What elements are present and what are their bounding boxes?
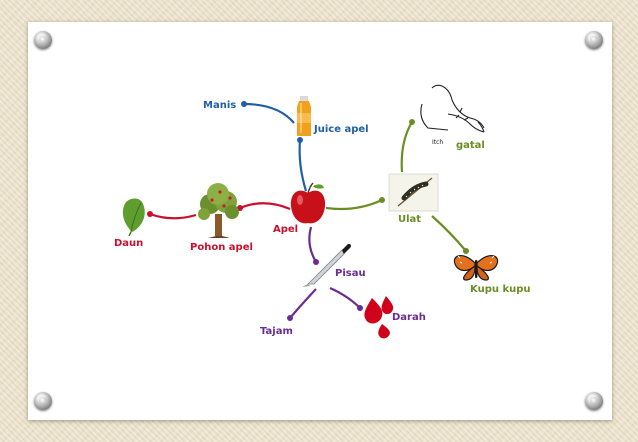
connector-knife-blood <box>329 286 361 309</box>
connector-knife-sharp <box>289 288 317 319</box>
node-label-sweet: Manis <box>203 100 236 111</box>
itch-caption: Itch <box>432 139 443 146</box>
node-label-leaf: Daun <box>114 238 143 249</box>
knife-icon <box>302 244 351 287</box>
connector-dot <box>241 101 247 107</box>
connector-apple-caterpillar <box>325 199 383 211</box>
connector-dot <box>463 248 469 254</box>
connector-caterpillar-butterfly <box>431 215 467 252</box>
connector-dot <box>297 137 303 143</box>
node-label-blood: Darah <box>392 312 426 323</box>
rivet-bottom-right-icon <box>585 392 603 410</box>
node-label-butterfly: Kupu kupu <box>470 284 531 295</box>
connector-dot <box>287 315 293 321</box>
rivet-top-left-icon <box>34 31 52 49</box>
connector-dot <box>147 211 153 217</box>
apple-icon <box>290 182 326 224</box>
blood-drops-icon <box>364 296 394 339</box>
itch-person-icon <box>420 84 485 133</box>
connector-dot <box>409 119 415 125</box>
node-label-tree: Pohon apel <box>190 242 253 253</box>
connector-dot <box>313 259 319 265</box>
connector-apple-juice <box>298 139 308 192</box>
connector-apple-knife <box>308 226 317 263</box>
node-label-sharp: Tajam <box>260 326 293 337</box>
tree-icon <box>198 183 239 238</box>
node-label-juice: Juice apel <box>313 124 369 135</box>
connector-dot <box>357 305 363 311</box>
rivet-bottom-left-icon <box>34 392 52 410</box>
connector-tree-leaf <box>149 212 197 220</box>
connector-dot <box>379 197 385 203</box>
node-label-knife: Pisau <box>335 268 366 279</box>
node-label-itchy: gatal <box>456 140 485 151</box>
connector-juice-sweet <box>243 102 295 124</box>
rivet-top-right-icon <box>585 31 603 49</box>
butterfly-icon <box>453 255 499 281</box>
juice-bottle-icon <box>297 96 311 136</box>
connector-apple-tree <box>239 202 291 211</box>
caterpillar-icon <box>388 173 439 212</box>
connector-caterpillar-itch <box>400 121 413 173</box>
node-label-caterpillar: Ulat <box>398 214 421 225</box>
leaf-icon <box>122 198 145 237</box>
node-label-apple: Apel <box>273 224 298 235</box>
